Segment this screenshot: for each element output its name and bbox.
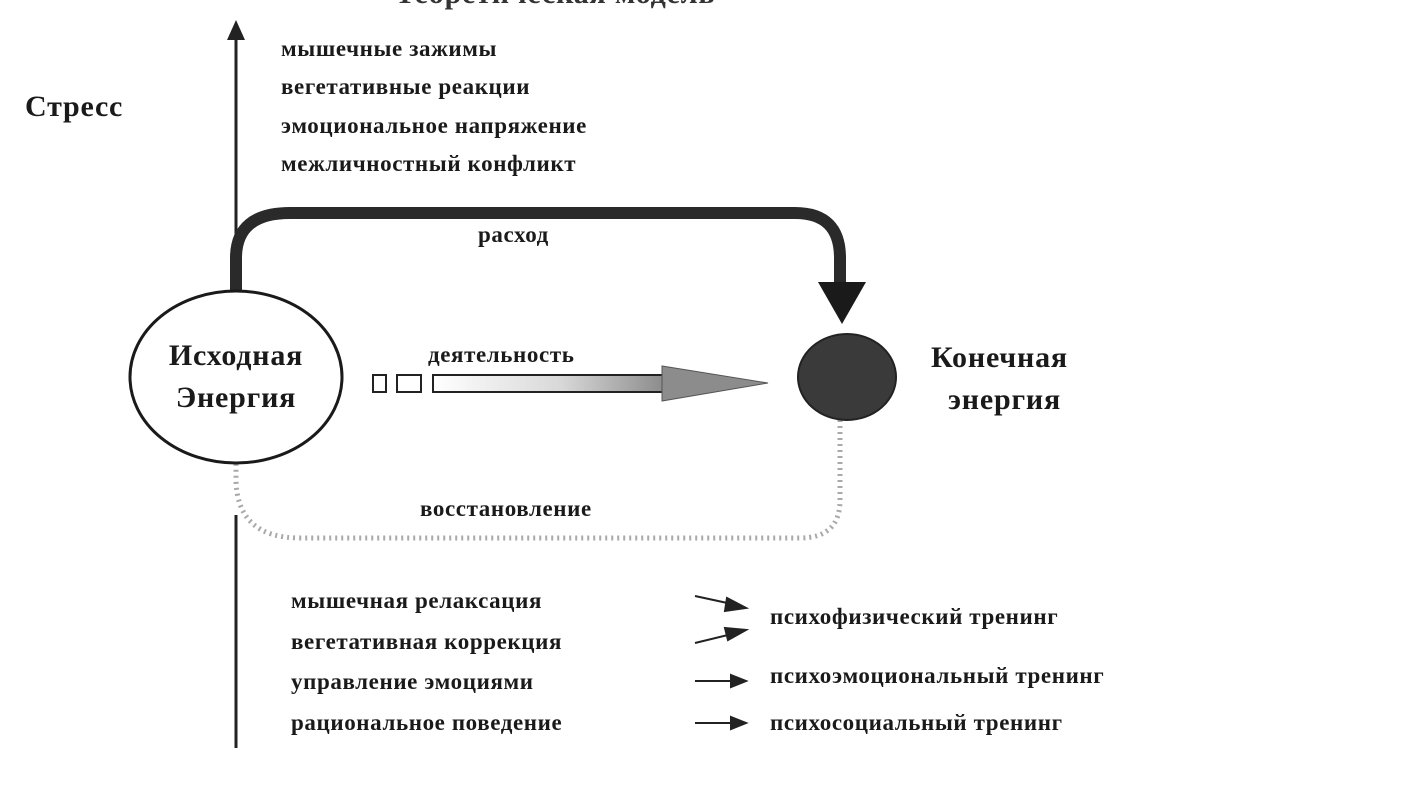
expense-arrow xyxy=(230,207,846,290)
stress-factor: вегетативные реакции xyxy=(281,74,531,99)
recovery-label: восстановление xyxy=(420,496,592,521)
stress-factor: межличностный конфликт xyxy=(281,151,577,176)
recovery-method: мышечная релаксация xyxy=(291,588,543,613)
stress-axis-arrowhead xyxy=(227,20,245,40)
arrow-behavior-head xyxy=(730,715,749,731)
training-label: психосоциальный тренинг xyxy=(770,710,1063,735)
diagram-title-partial: Теоретическая модель xyxy=(395,0,715,11)
expense-arrowhead xyxy=(818,282,866,324)
final-energy-circle xyxy=(797,333,897,421)
initial-energy-line-1: Исходная xyxy=(168,339,304,372)
stress-factor: мышечные зажимы xyxy=(281,36,498,61)
activity-label: деятельность xyxy=(428,342,575,367)
recovery-path xyxy=(233,420,843,541)
activity-dash-1 xyxy=(372,374,387,393)
initial-energy-circle xyxy=(128,289,344,465)
recovery-method: управление эмоциями xyxy=(291,669,534,694)
stress-factor: эмоциональное напряжение xyxy=(281,113,587,138)
stress-label: Стресс xyxy=(25,90,124,123)
activity-arrow-shaft xyxy=(432,374,667,393)
activity-arrowhead xyxy=(661,365,769,402)
recovery-method: вегетативная коррекция xyxy=(291,629,563,654)
arrow-relaxation-head xyxy=(723,596,750,613)
training-arrows xyxy=(694,595,750,731)
final-energy-line-1: Конечная xyxy=(931,341,1068,374)
final-energy-line-2: энергия xyxy=(948,383,1061,416)
recovery-method: рациональное поведение xyxy=(291,710,563,735)
activity-dash-2 xyxy=(396,374,422,393)
training-label: психофизический тренинг xyxy=(770,604,1059,629)
arrow-vegetative xyxy=(694,633,733,644)
initial-energy-line-2: Энергия xyxy=(175,381,297,414)
arrow-vegetative-head xyxy=(723,626,750,642)
training-label: психоэмоциональный тренинг xyxy=(770,663,1105,688)
arrow-emotions-head xyxy=(730,673,749,689)
expense-label: расход xyxy=(478,222,549,247)
